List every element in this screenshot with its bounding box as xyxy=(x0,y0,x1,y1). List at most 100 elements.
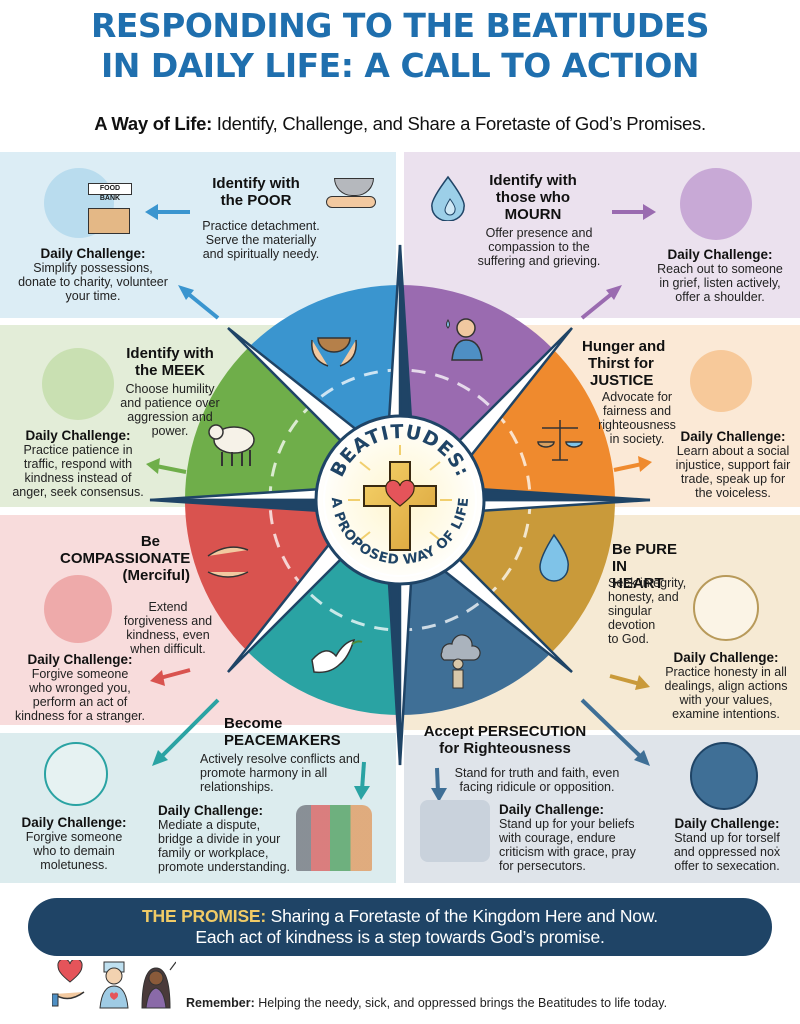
justice-daily-challenge: Daily Challenge: Learn about a social in… xyxy=(670,429,796,500)
meek-title-2: the MEEK xyxy=(134,362,205,379)
pure-heading: Be PURE IN HEART xyxy=(612,541,682,592)
justice-desc-line: in society. xyxy=(609,432,665,446)
meek-challenge-line: traffic, respond with xyxy=(23,457,133,471)
persecution-challenge-line: criticism with grace, pray xyxy=(499,845,636,859)
mourn-desc-line: compassion to the xyxy=(488,240,590,254)
page-subtitle: A Way of Life: Identify, Challenge, and … xyxy=(0,113,800,135)
pure-challenge-line: Practice honesty in all xyxy=(665,665,787,679)
title-line-2: IN DAILY LIFE: A CALL TO ACTION xyxy=(100,46,700,85)
arrow-peacemakers-down-icon xyxy=(354,761,370,800)
arrow-mourn-right-icon xyxy=(612,204,656,220)
meek-desc-line: power. xyxy=(151,424,189,438)
merciful-desc-line: forgiveness and xyxy=(123,614,213,628)
persecution-challenge2-line: Stand up for torself xyxy=(674,831,780,845)
peacemakers-daily-challenge-2: Daily Challenge: Forgive someone who to … xyxy=(14,815,134,872)
arrow-persecution-diag-icon xyxy=(580,698,650,766)
meek-challenge-label: Daily Challenge: xyxy=(25,428,131,443)
peacemakers-challenge-line: promote understanding. xyxy=(158,860,291,874)
poor-description: Practice detachment. Serve the materiall… xyxy=(196,219,326,261)
persecution-heading: Accept PERSECUTION for Righteousness xyxy=(420,723,590,757)
arrow-poor-diag-icon xyxy=(178,285,220,320)
merciful-description: Extend forgiveness and kindness, even wh… xyxy=(120,600,216,656)
storm-person-illustration xyxy=(420,800,490,862)
justice-description: Advocate for fairness and righteousness … xyxy=(594,390,680,446)
food-bank-sign: FOOD BANK xyxy=(88,183,132,202)
promise-banner: THE PROMISE: Sharing a Foretaste of the … xyxy=(28,898,772,956)
promise-label: THE PROMISE: xyxy=(142,906,267,926)
title-line-1: RESPONDING TO THE BEATITUDES xyxy=(90,6,710,45)
arrow-pure-right-icon xyxy=(609,674,650,690)
merciful-title-1: Be xyxy=(140,533,160,550)
subtitle-text: Identify, Challenge, and Share a Foretas… xyxy=(211,113,706,134)
merciful-daily-challenge: Daily Challenge: Forgive someone who wro… xyxy=(10,652,150,723)
meek-description: Choose humility and patience over aggres… xyxy=(120,382,220,438)
mourning-person-icon xyxy=(446,318,483,361)
arrow-justice-right-icon xyxy=(613,456,652,472)
merciful-challenge-line: Forgive someone xyxy=(31,667,129,681)
pure-desc-line: honesty, and xyxy=(608,590,679,604)
merciful-challenge-label: Daily Challenge: xyxy=(27,652,133,667)
justice-challenge-line: the voiceless. xyxy=(695,486,771,500)
pure-challenge-line: examine intentions. xyxy=(672,707,780,721)
handshake-illustration xyxy=(44,742,108,806)
forgiveness-illustration xyxy=(44,575,112,643)
merciful-challenge-line: perform an act of xyxy=(32,695,128,709)
storm-cloud-person-icon xyxy=(440,634,481,689)
arrow-mourn-diag-icon xyxy=(580,285,622,320)
poor-desc-line: and spiritually needy. xyxy=(202,247,320,261)
mourn-heading: Identify with those who MOURN xyxy=(478,172,588,223)
poor-desc-line: Practice detachment. xyxy=(202,219,320,233)
poor-challenge-line: your time. xyxy=(65,289,121,303)
persecution-challenge2-line: offer to sexecation. xyxy=(674,859,780,873)
justice-title-2: Thirst for xyxy=(588,355,654,372)
meek-challenge-line: anger, seek consensus. xyxy=(12,485,144,499)
peacemakers-challenge2-label: Daily Challenge: xyxy=(21,815,127,830)
oppressed-woman-icon xyxy=(141,961,177,1009)
water-drop-icon xyxy=(539,533,569,582)
persecution-challenge-line: Stand up for your beliefs xyxy=(499,817,635,831)
footer-remember: Remember: Helping the needy, sick, and o… xyxy=(186,996,667,1010)
justice-challenge-line: trade, speak up for xyxy=(680,472,786,486)
scales-icon xyxy=(537,420,583,461)
merciful-desc-line: kindness, even xyxy=(126,628,210,642)
persecution-challenge-label: Daily Challenge: xyxy=(499,802,605,817)
peacemakers-desc-line: relationships. xyxy=(200,780,274,794)
dove-icon xyxy=(311,639,363,674)
justice-challenge-label: Daily Challenge: xyxy=(680,429,786,444)
justice-desc-line: fairness and xyxy=(602,404,672,418)
heart-icon xyxy=(385,479,415,507)
poor-daily-challenge: Daily Challenge: Simplify possessions, d… xyxy=(8,246,178,303)
open-hands-icon xyxy=(207,546,249,578)
justice-challenge-line: injustice, support fair xyxy=(675,458,791,472)
peacemakers-challenge-label: Daily Challenge: xyxy=(158,803,264,818)
peacemakers-challenge2-line: moletuness. xyxy=(40,858,108,872)
peacemakers-description: Actively resolve conflicts and promote h… xyxy=(200,752,370,794)
hand-icon xyxy=(326,196,376,208)
persecution-challenge2-line: and oppressed noẋ xyxy=(673,845,781,859)
peacemakers-desc-line: promote harmony in all xyxy=(200,766,328,780)
nurse-icon xyxy=(99,961,129,1009)
poor-desc-line: Serve the materially xyxy=(205,233,317,247)
mourn-challenge-line: offer a shoulder. xyxy=(675,290,765,304)
mourn-description: Offer presence and compassion to the suf… xyxy=(474,226,604,268)
meek-desc-line: Choose humility xyxy=(125,382,215,396)
poor-title-2: the POOR xyxy=(220,192,292,209)
mourn-title-1: Identify with xyxy=(489,172,577,189)
pure-title-2: IN HEART xyxy=(612,558,664,592)
merciful-title-3: (Merciful) xyxy=(122,567,191,584)
pure-challenge-line: with your values, xyxy=(679,693,773,707)
arrow-persecution-down-icon xyxy=(431,767,447,802)
mourn-challenge-line: Reach out to someone xyxy=(657,262,783,276)
promise-line-1: THE PROMISE: Sharing a Foretaste of the … xyxy=(28,906,772,927)
comforting-friends-illustration xyxy=(680,168,752,240)
pure-daily-challenge: Daily Challenge: Practice honesty in all… xyxy=(658,650,794,721)
peacemakers-desc-line: Actively resolve conflicts and xyxy=(200,752,360,766)
group-handshake-illustration xyxy=(296,805,372,871)
justice-heading: Hunger and Thirst for JUSTICE xyxy=(582,338,672,389)
mourn-title-2: those who xyxy=(495,189,571,206)
pure-desc-line: singular xyxy=(608,604,652,618)
arrows xyxy=(145,204,656,802)
poor-heading: Identify with the POOR xyxy=(196,175,316,209)
merciful-heading: Be COMPASSIONATE (Merciful) xyxy=(60,533,190,584)
meek-challenge-line: kindness instead of xyxy=(24,471,132,485)
